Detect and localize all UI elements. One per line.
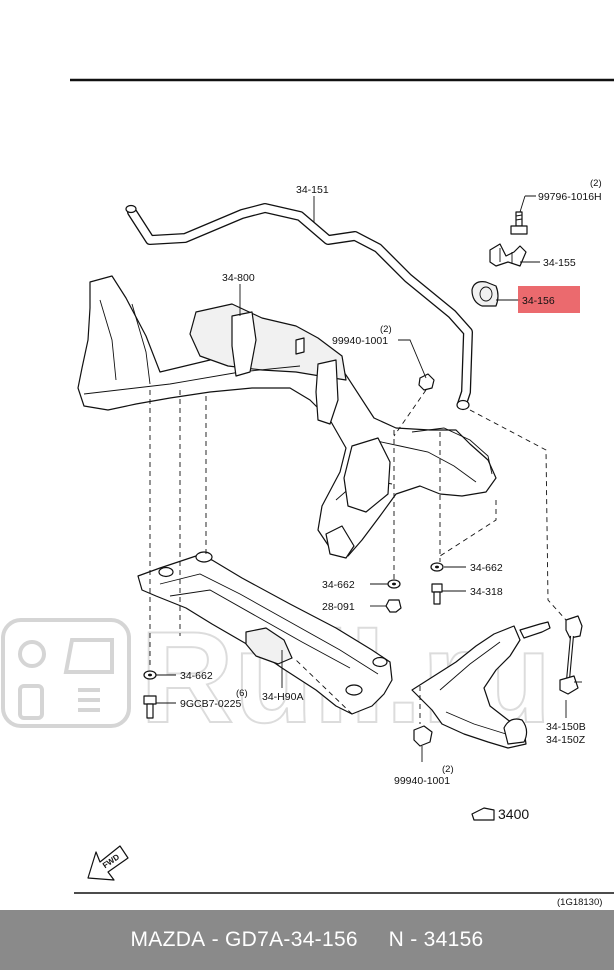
label-34-662-right[interactable]: 34-662 <box>470 562 503 574</box>
label-9gcb7-0225[interactable]: 9GCB7-0225 <box>180 698 241 710</box>
label-28-091[interactable]: 28-091 <box>322 601 355 613</box>
parts-diagram: Ruil.ru <box>1 78 614 908</box>
hardware <box>143 562 444 719</box>
label-34-151[interactable]: 34-151 <box>296 184 329 196</box>
nut-99940-1001-lower <box>413 725 433 747</box>
footer-n-value: 34156 <box>423 928 484 951</box>
label-99940-1001-upper[interactable]: 99940-1001 <box>332 335 388 347</box>
label-34-318[interactable]: 34-318 <box>470 586 503 598</box>
part-info-footer: MAZDA - GD7A-34-156 N - 34156 <box>0 910 614 970</box>
stabilizer-link <box>559 615 583 695</box>
stabilizer-bushing-34-156 <box>471 281 499 307</box>
qty-99940-1001-lower: (2) <box>442 764 454 775</box>
fwd-arrow-icon: FWD <box>87 845 129 881</box>
leader-lines <box>156 195 567 762</box>
footer-sep-2: - <box>404 928 424 951</box>
assembly-lines <box>149 389 567 724</box>
label-34-662-center[interactable]: 34-662 <box>322 579 355 591</box>
nut-99940-1001-upper <box>418 373 435 391</box>
footer-n-label: N <box>388 928 405 951</box>
label-34-h90a[interactable]: 34-H90A <box>262 691 303 703</box>
footer-gap <box>358 928 389 952</box>
stabilizer-bar <box>125 203 473 411</box>
qty-99940-1001-upper: (2) <box>380 324 392 335</box>
subframe-34-h90a <box>137 551 393 715</box>
label-34-155[interactable]: 34-155 <box>543 257 576 269</box>
footer-part-number: GD7A-34-156 <box>225 928 358 951</box>
label-34-150z[interactable]: 34-150Z <box>546 734 586 746</box>
diagram-code: (1G18130) <box>557 897 602 908</box>
crossmember-34-800 <box>77 275 497 559</box>
pointing-hand-icon <box>471 807 495 821</box>
label-99940-1001-lower[interactable]: 99940-1001 <box>394 775 450 787</box>
bushing-bracket-34-155 <box>489 243 527 267</box>
part-labels: 34-151 (2) 99796-1016H 34-155 34-156 34-… <box>180 178 602 822</box>
label-34-156[interactable]: 34-156 <box>522 295 555 307</box>
label-99796-1016h[interactable]: 99796-1016H <box>538 191 602 203</box>
label-34-150b[interactable]: 34-150B <box>546 721 586 733</box>
label-3400[interactable]: 3400 <box>498 806 529 822</box>
label-34-662-left[interactable]: 34-662 <box>180 670 213 682</box>
qty-9gcb7-0225: (6) <box>236 688 248 699</box>
footer-brand: MAZDA <box>130 928 206 951</box>
label-34-800[interactable]: 34-800 <box>222 272 255 284</box>
bolt-99796-1016h <box>510 211 528 235</box>
highlight-box <box>518 286 580 313</box>
footer-sep: - <box>205 928 226 951</box>
lower-control-arm-3400 <box>411 621 551 749</box>
qty-99796-1016h: (2) <box>590 178 602 189</box>
